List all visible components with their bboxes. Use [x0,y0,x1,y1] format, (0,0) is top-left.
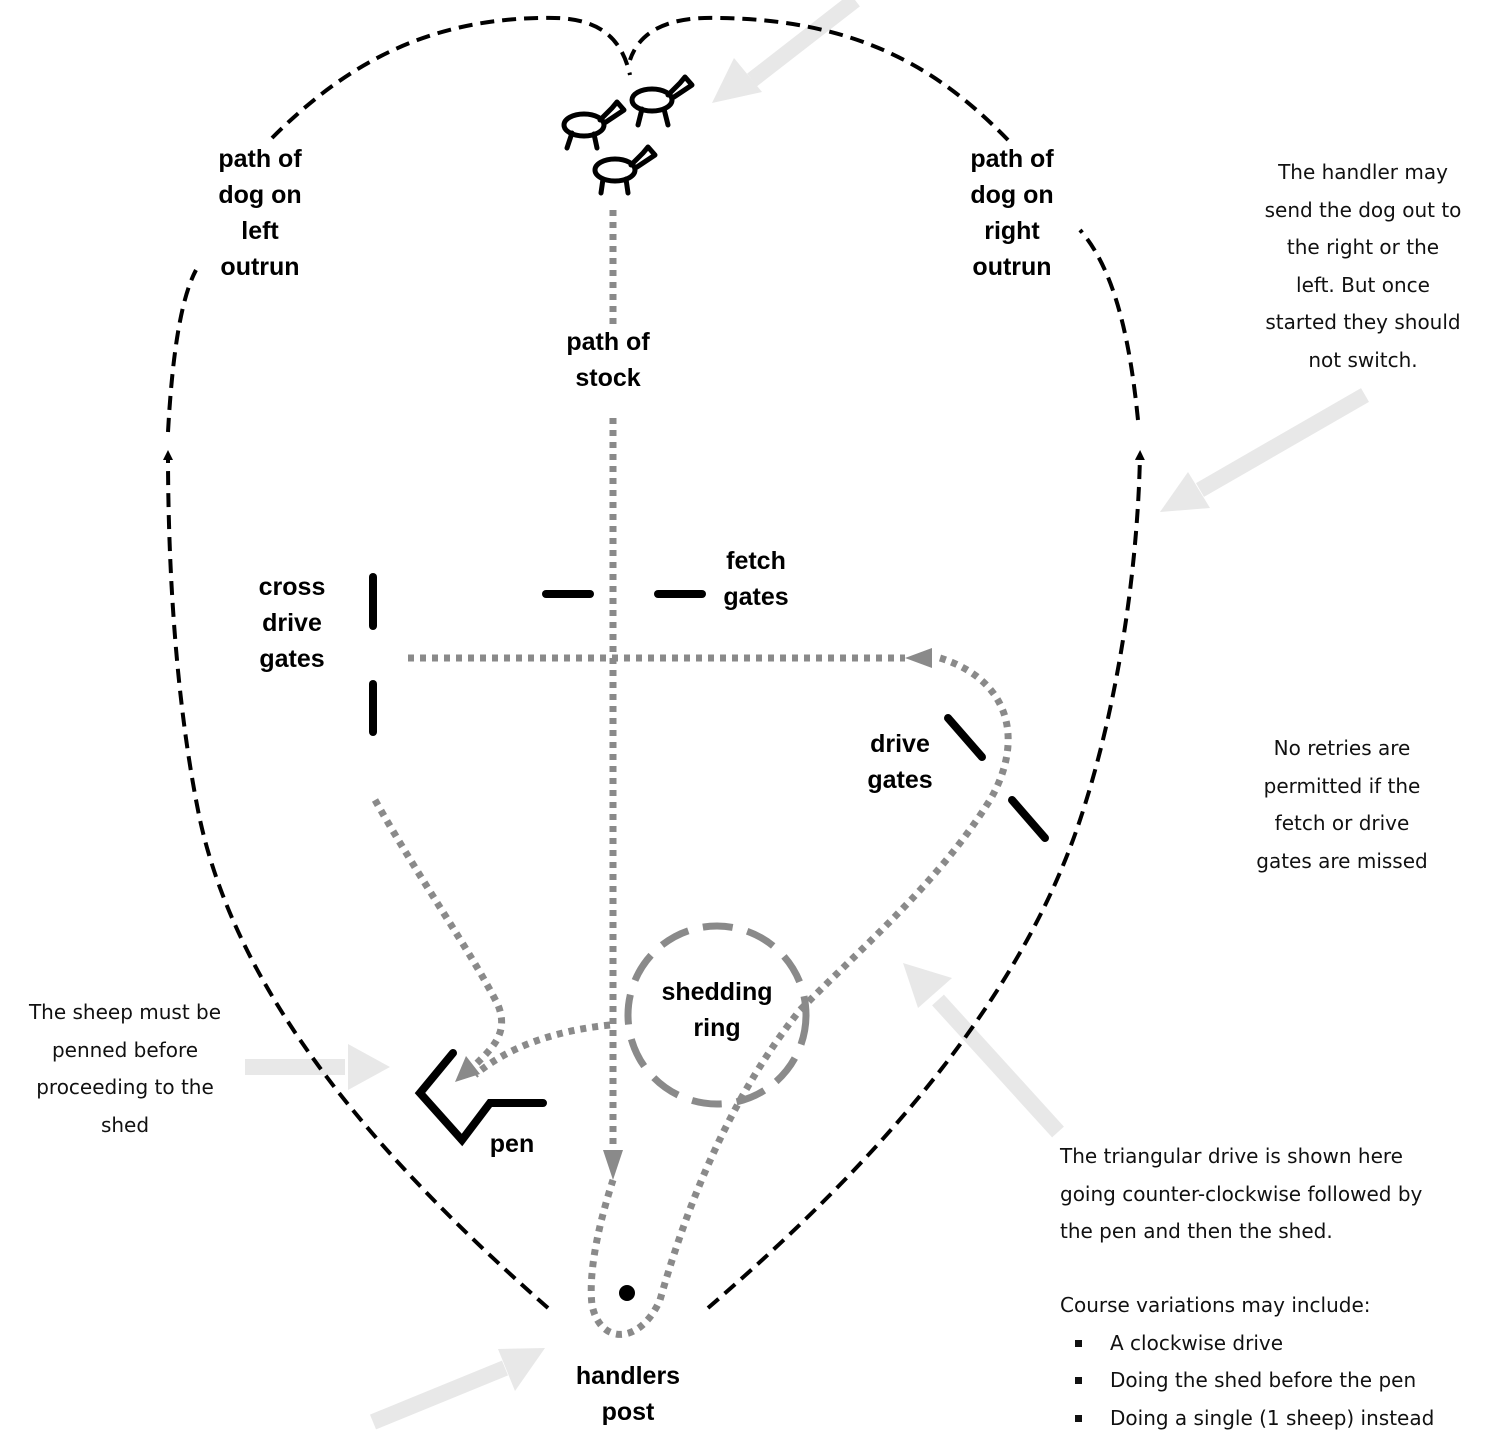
course-variations: Course variations may include: A clockwi… [1060,1287,1510,1437]
list-item: A clockwise drive [1060,1325,1510,1363]
cross-drive-gates-label: cross drive gates [242,569,342,677]
list-item: Doing the shed before the pen [1060,1362,1510,1400]
shed-to-pen-path [475,1025,610,1075]
callout-arrow-triangular-note [903,963,1058,1132]
fetch-gates-label: fetch gates [706,543,806,615]
fetch-arrow-head [603,1150,623,1180]
callout-arrow-handlers-post [373,1348,545,1422]
left-outrun-path-top-arc [272,18,630,138]
course-variations-list: A clockwise drive Doing the shed before … [1060,1325,1510,1437]
shedding-ring-label: shedding ring [652,974,782,1046]
left-outrun-path-top [168,270,196,432]
sheep-icon [595,147,655,193]
list-item: Doing a single (1 sheep) instead [1060,1400,1510,1437]
handlers-post-label: handlers post [558,1358,698,1430]
retries-note: No retries are permitted if the fetch or… [1222,730,1462,880]
course-variations-title: Course variations may include: [1060,1287,1510,1325]
drive-gates-label: drive gates [850,726,950,798]
cross-drive-arrow-head [905,648,932,668]
callout-arrow-sheep [712,0,855,103]
callout-arrow-outrun-note [1160,395,1365,512]
right-outrun-path-top [1080,230,1138,420]
drive-gate-bottom [1012,800,1045,838]
sheep-icon [564,102,624,148]
handler-post-marker-icon [619,1285,635,1301]
left-outrun-path [168,455,548,1308]
stock-path-label: path of stock [548,324,668,396]
right-outrun-label: path of dog on right outrun [952,141,1072,285]
sheep-icon [632,77,692,125]
drive-gate-top [948,718,982,757]
outrun-side-note: The handler may send the dog out to the … [1230,154,1496,379]
to-pen-path [375,800,502,1070]
left-outrun-label: path of dog on left outrun [200,141,320,285]
triangular-drive-note: The triangular drive is shown here going… [1060,1138,1510,1251]
pen-first-note: The sheep must be penned before proceedi… [0,994,250,1144]
pen-label: pen [480,1126,544,1162]
